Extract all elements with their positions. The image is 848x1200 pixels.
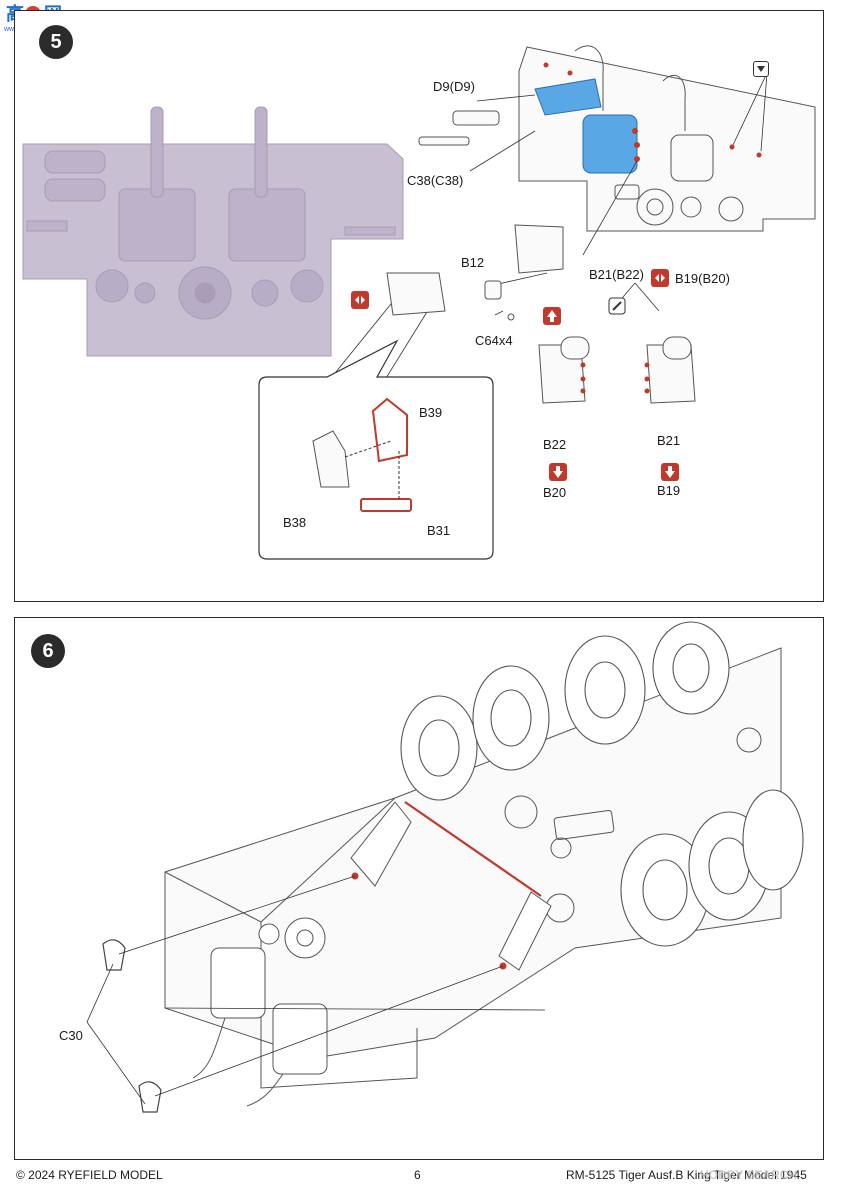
label-b19: B19: [657, 483, 681, 498]
leader-lines: [86, 875, 546, 1105]
flip-part-icon: [651, 269, 669, 287]
down-arrow-icon: [661, 463, 679, 481]
label-b22: B22: [543, 437, 567, 452]
label-d9: D9(D9): [433, 79, 475, 94]
callout-parts: [312, 397, 412, 512]
exhaust-lineart: [192, 917, 328, 1107]
access-covers: [504, 727, 762, 923]
step-6-panel: 6: [14, 617, 824, 1160]
label-b19-b20: B19(B20): [675, 271, 730, 286]
label-b20: B20: [543, 485, 567, 500]
tow-brackets: [350, 801, 552, 971]
callout-bubble: [258, 339, 494, 560]
copyright: © 2024 RYEFIELD MODEL: [16, 1168, 163, 1182]
locator-dots: [543, 62, 762, 158]
label-c64: C64x4: [475, 333, 513, 348]
label-b21-b22: B21(B22): [589, 267, 644, 282]
step-5-panel: 5: [14, 10, 824, 602]
label-b12: B12: [461, 255, 485, 270]
step-number-badge: 5: [39, 25, 73, 59]
label-c30: C30: [59, 1028, 83, 1043]
highlight-edge: [404, 801, 542, 897]
drill-hole-icon: [753, 61, 769, 77]
label-c38: C38(C38): [407, 173, 464, 188]
glue-icon-stroke: [612, 301, 622, 311]
exhaust-housing-parts: [538, 336, 696, 404]
down-arrow-icon: [549, 463, 567, 481]
up-arrow-icon: [543, 307, 561, 325]
label-b31: B31: [427, 523, 451, 538]
road-wheels-lineart: [400, 621, 804, 947]
shackles-c30: [102, 939, 162, 1113]
hull-rear-plate-lineart: [518, 45, 816, 232]
step-6-illustration: [86, 621, 804, 1113]
label-b21: B21: [657, 433, 681, 448]
flip-part-icon: [351, 291, 369, 309]
step-5-illustration: [22, 45, 816, 560]
rear-hull-preview: [22, 106, 404, 357]
product-name: RM-5125 Tiger Ausf.B King Tiger Model 19…: [566, 1168, 807, 1182]
step-number-badge: 6: [31, 634, 65, 668]
label-b39: B39: [419, 405, 443, 420]
search-watermark: HOBBY SEARCH: [700, 1168, 798, 1182]
page-number: 6: [414, 1168, 421, 1182]
highlighted-exhaust-parts: [534, 78, 640, 174]
small-parts-lineart: [386, 110, 564, 321]
label-b38: B38: [283, 515, 307, 530]
